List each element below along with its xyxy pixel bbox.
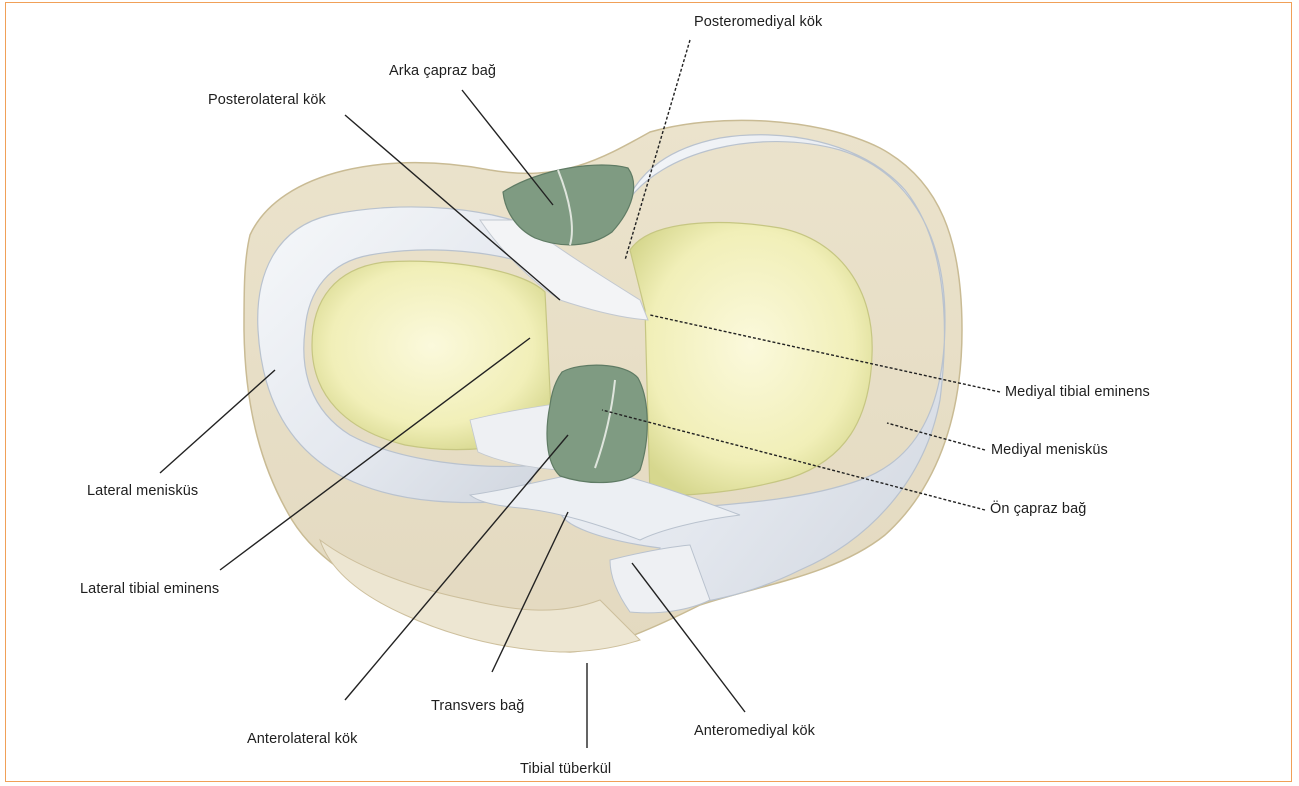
label-posteromedial-root: Posteromediyal kök xyxy=(694,15,822,30)
label-tibial-tubercle: Tibial tüberkül xyxy=(520,762,611,777)
label-anterolateral-root: Anterolateral kök xyxy=(247,732,358,747)
label-medial-meniscus: Mediyal menisküs xyxy=(991,443,1108,458)
label-transverse-ligament: Transvers bağ xyxy=(431,699,524,714)
label-posterior-cruciate: Arka çapraz bağ xyxy=(389,64,496,79)
label-lateral-tibial-eminence: Lateral tibial eminens xyxy=(80,582,219,597)
label-medial-tibial-eminence: Mediyal tibial eminens xyxy=(1005,385,1150,400)
label-anterior-cruciate: Ön çapraz bağ xyxy=(990,502,1086,517)
label-posterolateral-root: Posterolateral kök xyxy=(208,93,326,108)
acl-shape xyxy=(547,365,647,482)
label-lateral-meniscus: Lateral menisküs xyxy=(87,484,198,499)
label-anteromedial-root: Anteromediyal kök xyxy=(694,724,815,739)
